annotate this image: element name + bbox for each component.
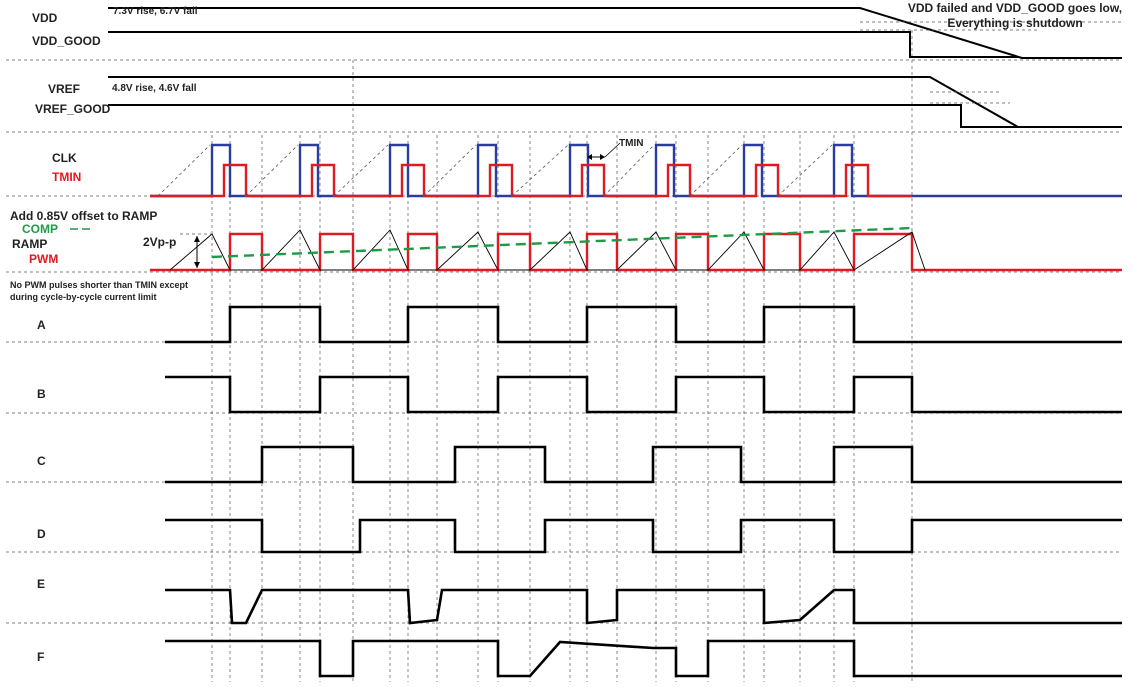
ramp-amplitude-label: 2Vp-p <box>143 235 176 249</box>
vref-threshold-note: 4.8V rise, 4.6V fall <box>112 83 197 94</box>
vdd-good-wave <box>108 31 1018 58</box>
tmin-arrowhead-right <box>600 154 605 160</box>
signal-e-label: E <box>37 577 45 591</box>
ramp-wave <box>169 229 926 271</box>
signal-b-wave <box>165 375 1122 414</box>
vdd-good-label: VDD_GOOD <box>32 34 101 48</box>
signal-c-wave <box>165 445 1122 484</box>
signal-a-wave <box>165 305 1122 344</box>
clock-ramp-guide <box>245 144 299 197</box>
vref-wave <box>108 76 1122 128</box>
ramp-amplitude-arrow-bottom <box>194 262 200 268</box>
tmin-label: TMIN <box>52 170 81 184</box>
ramp-label: RAMP <box>12 237 47 251</box>
signal-b-label: B <box>37 387 46 401</box>
clock-ramp-guide <box>333 144 389 197</box>
vdd-label: VDD <box>32 11 58 25</box>
tmin-leader <box>604 142 621 158</box>
ramp-amplitude-arrow-top <box>194 236 200 242</box>
pwm-label: PWM <box>29 252 58 266</box>
clock-ramp-guide <box>511 144 569 197</box>
signal-d-wave <box>165 518 1122 554</box>
tmin-arrowhead-left <box>587 154 592 160</box>
vref-good-label: VREF_GOOD <box>35 102 111 116</box>
clock-ramp-guide <box>157 144 211 197</box>
signal-f-label: F <box>37 650 44 664</box>
pwm-note-line-1: No PWM pulses shorter than TMIN except <box>10 280 188 290</box>
vdd-failed-note: VDD failed and VDD_GOOD goes low, <box>908 1 1122 15</box>
tmin-marker-label: TMIN <box>619 138 643 149</box>
waveforms <box>70 7 1122 678</box>
clk-wave <box>150 143 1122 198</box>
clock-ramp-guide <box>423 144 477 197</box>
vref-good-wave <box>108 104 1018 128</box>
signal-d-label: D <box>37 527 46 541</box>
signal-a-label: A <box>37 318 46 332</box>
signal-c-label: C <box>37 454 46 468</box>
pwm-note-line-2: during cycle-by-cycle current limit <box>10 292 157 302</box>
tmin-wave <box>150 163 912 198</box>
shutdown-note: Everything is shutdown <box>947 16 1082 30</box>
timing-guides <box>211 30 913 682</box>
signal-f-wave <box>165 639 1122 678</box>
vdd-wave <box>108 7 1122 59</box>
offset-note: Add 0.85V offset to RAMP <box>10 209 157 223</box>
clock-ramp-guide <box>777 144 833 197</box>
comp-wave <box>211 226 913 259</box>
pwm-wave <box>150 232 1122 272</box>
vref-label: VREF <box>48 82 80 96</box>
clock-ramp-guide <box>689 144 743 197</box>
clock-ramp-guide <box>603 144 655 197</box>
vdd-threshold-note: 7.3V rise, 6.7V fall <box>113 6 198 17</box>
clk-label: CLK <box>52 151 77 165</box>
signal-e-wave <box>165 588 1122 625</box>
comp-label: COMP <box>22 222 58 236</box>
